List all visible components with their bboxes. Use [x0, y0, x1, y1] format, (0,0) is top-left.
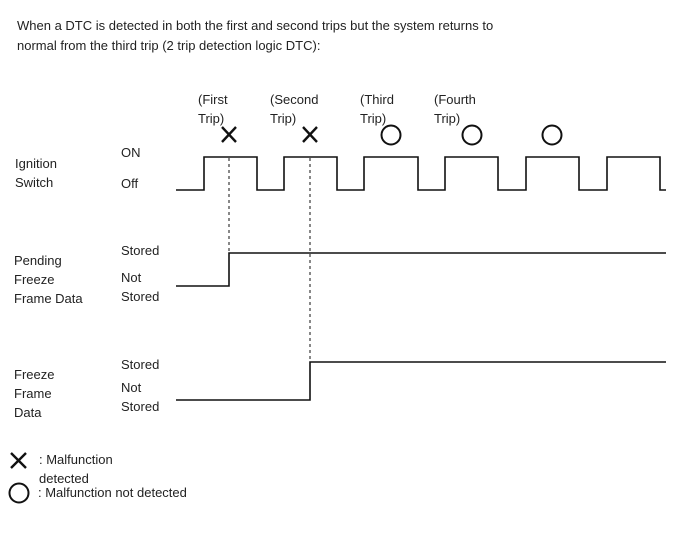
trip-4-label-line1: (Fourth	[434, 92, 476, 107]
trip-4-label-line2: Trip)	[434, 111, 460, 126]
ignition-label-line2: Switch	[15, 175, 53, 190]
trip-3-not-detected-icon	[380, 124, 402, 146]
trip-3-label-line1: (Third	[360, 92, 394, 107]
trip-3-label-line2: Trip)	[360, 111, 386, 126]
ignition-off-label: Off	[121, 176, 138, 191]
pending-not-stored-line2: Stored	[121, 289, 159, 304]
freeze-not-stored-line2: Stored	[121, 399, 159, 414]
freeze-label-line2: Frame	[14, 386, 52, 401]
ignition-label-line1: Ignition	[15, 156, 57, 171]
freeze-stored-label: Stored	[121, 357, 159, 372]
pending-label-line1: Pending	[14, 253, 62, 268]
intro-line-2: normal from the third trip (2 trip detec…	[17, 38, 321, 53]
ignition-waveform	[176, 156, 666, 191]
pending-label-line3: Frame Data	[14, 291, 83, 306]
trip-2-label-line2: Trip)	[270, 111, 296, 126]
legend-malfunction-line2: detected	[39, 471, 89, 486]
trip-4-not-detected-icon	[461, 124, 483, 146]
intro-line-1: When a DTC is detected in both the first…	[17, 18, 494, 33]
legend-malfunction-line1: : Malfunction	[39, 452, 113, 467]
trip-2-label-line1: (Second	[270, 92, 318, 107]
legend-not-detected-icon	[8, 482, 30, 504]
intro-text: When a DTC is detected in both the first…	[17, 16, 537, 56]
freeze-not-stored-line1: Not	[121, 380, 142, 395]
trip-2-malfunction-icon	[302, 126, 318, 143]
freeze-label-line1: Freeze	[14, 367, 54, 382]
pending-stored-label: Stored	[121, 243, 159, 258]
legend-malfunction-icon	[10, 452, 27, 469]
trip-1-label-line2: Trip)	[198, 111, 224, 126]
freeze-waveform	[176, 361, 666, 401]
pending-not-stored-line1: Not	[121, 270, 142, 285]
legend-not-detected-label: : Malfunction not detected	[38, 485, 187, 500]
pending-waveform	[176, 252, 666, 287]
freeze-label-line3: Data	[14, 405, 42, 420]
trip-1-malfunction-icon	[221, 126, 237, 143]
pending-label-line2: Freeze	[14, 272, 54, 287]
trip-5-not-detected-icon	[541, 124, 563, 146]
trip-1-label-line1: (First	[198, 92, 228, 107]
ignition-on-label: ON	[121, 145, 141, 160]
